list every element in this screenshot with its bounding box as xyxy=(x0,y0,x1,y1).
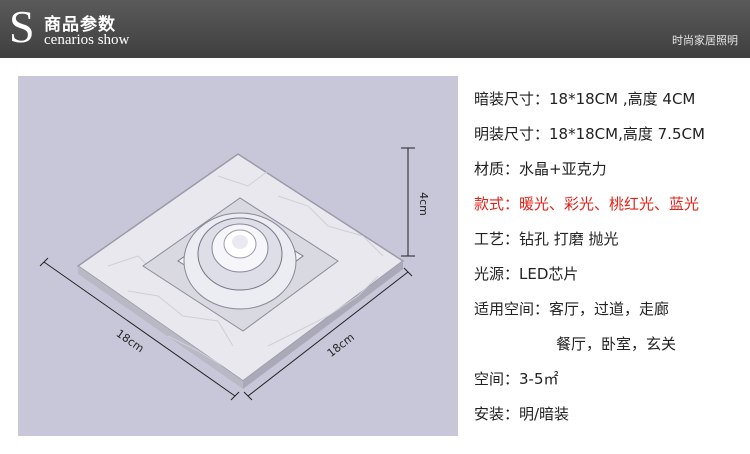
spec-light-source: 光源：LED芯片 xyxy=(474,265,579,283)
spec-craft: 工艺：钻孔 打磨 抛光 xyxy=(474,230,619,248)
ceiling-light-illustration: 4cm 18cm 18cm xyxy=(39,147,430,401)
height-label: 4cm xyxy=(417,192,430,216)
product-photo: 4cm 18cm 18cm xyxy=(18,76,458,436)
height-dimension xyxy=(401,147,415,257)
header-brand-text: 时尚家居照明 xyxy=(672,34,738,47)
crystal-body xyxy=(177,212,304,310)
spec-area: 空间：3-5㎡ xyxy=(474,370,559,388)
spec-concealed-size: 暗装尺寸：18*18CM ,高度 4CM xyxy=(474,90,696,108)
right-width-label: 18cm xyxy=(325,331,357,360)
glass-base-edge-right xyxy=(243,261,403,389)
glass-base-edge xyxy=(78,266,243,389)
left-width-dimension xyxy=(39,257,240,401)
section-header: S 商品参数 cenarios show 时尚家居照明 xyxy=(0,0,750,58)
right-width-dimension xyxy=(243,267,413,401)
spec-applicable-space-cont: 餐厅，卧室，玄关 xyxy=(556,335,677,353)
header-title-cn: 商品参数 xyxy=(44,15,116,35)
left-width-label: 18cm xyxy=(114,327,147,355)
spec-material: 材质：水晶+亚克力 xyxy=(474,160,607,178)
spec-style: 款式：暖光、彩光、桃红光、蓝光 xyxy=(474,195,700,213)
spec-applicable-space: 适用空间：客厅，过道，走廊 xyxy=(474,300,670,318)
header-logo-letter: S xyxy=(9,1,35,52)
spec-installation: 安装：明/暗装 xyxy=(474,405,570,423)
header-title-en: cenarios show xyxy=(44,32,130,48)
spec-surface-size: 明装尺寸：18*18CM,高度 7.5CM xyxy=(474,125,705,143)
